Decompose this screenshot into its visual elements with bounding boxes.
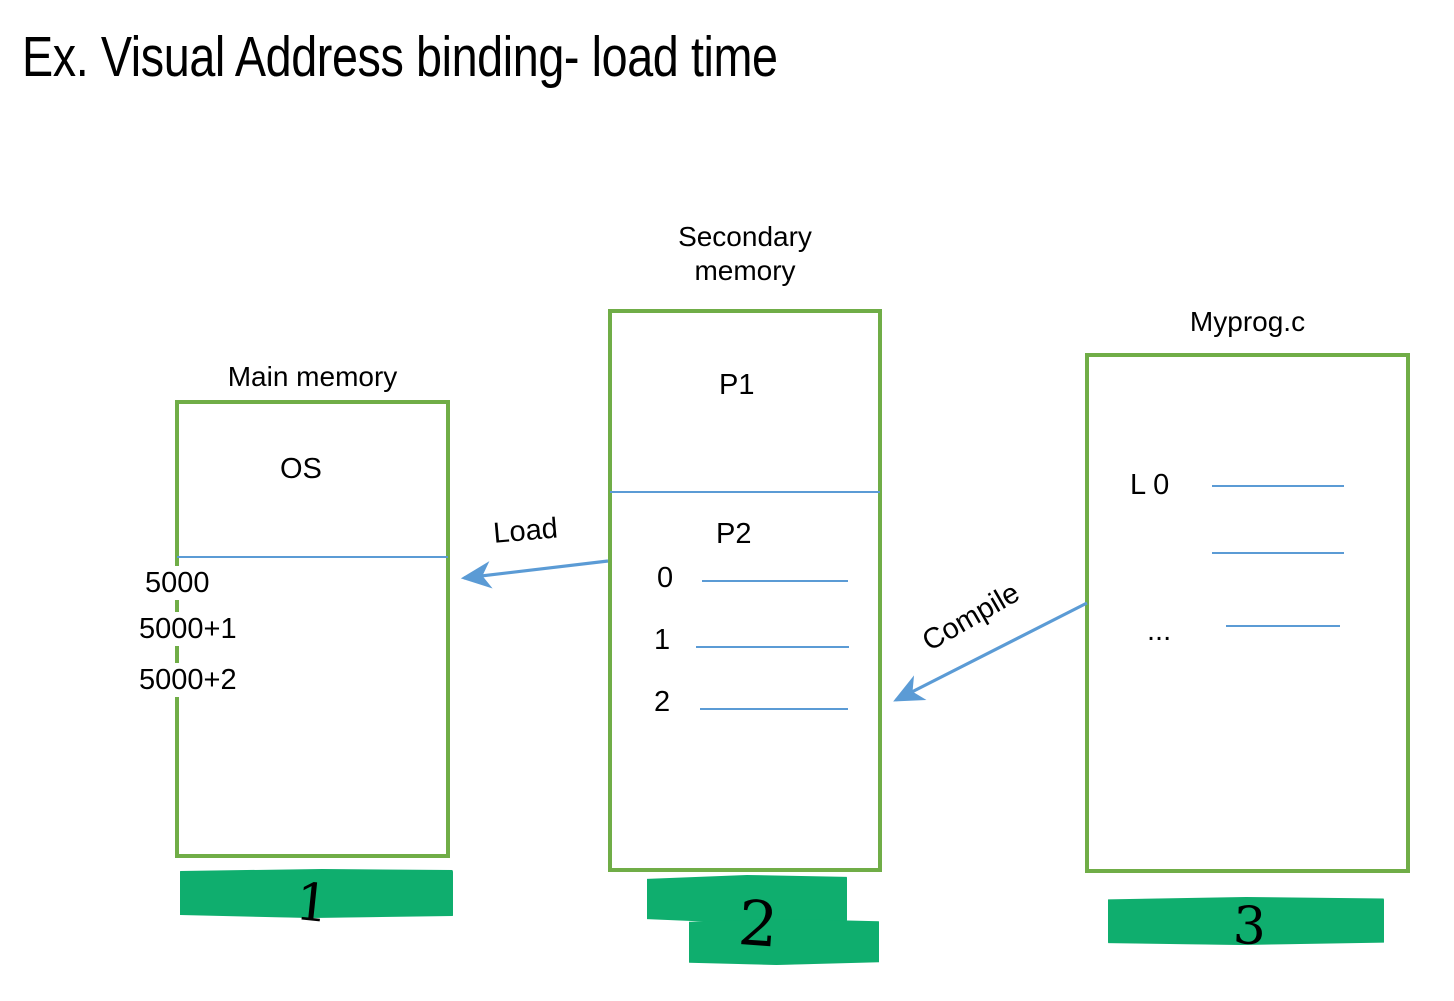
secondary-memory-box: [608, 309, 882, 872]
main-memory-divider: [177, 556, 448, 558]
myprog-ellipsis-label: ...: [1147, 615, 1172, 647]
highlight-band-1: [180, 869, 453, 918]
highlight-band-2a: [647, 875, 847, 923]
address-label-0: 5000: [142, 566, 213, 600]
main-memory-caption: Main memory: [227, 361, 398, 392]
compile-arrow: [893, 601, 1088, 702]
load-arrow: [460, 559, 609, 589]
annotation-mark-3: 3: [1231, 896, 1268, 958]
address-label-1: 5000+1: [136, 612, 240, 646]
myprog-rule-2: [1226, 625, 1340, 627]
p1-label: P1: [719, 369, 755, 401]
p2-row-rule-2: [700, 708, 848, 710]
secondary-memory-divider: [610, 491, 880, 493]
p2-row-index-1: 1: [654, 624, 671, 656]
p2-row-rule-1: [696, 646, 849, 648]
myprog-box: [1085, 353, 1410, 873]
load-arrow-label: Load: [492, 512, 560, 550]
annotation-mark-1: 1: [292, 872, 332, 936]
highlight-band-2b: [689, 919, 879, 965]
myprog-caption: Myprog.c: [1189, 306, 1306, 337]
p2-row-index-2: 2: [654, 686, 671, 718]
myprog-line-label-0: L 0: [1130, 469, 1170, 501]
myprog-rule-0: [1212, 485, 1344, 487]
p2-label: P2: [716, 518, 752, 550]
highlight-band-3: [1108, 897, 1384, 945]
page-title: Ex. Visual Address binding- load time: [22, 25, 778, 89]
p2-row-index-0: 0: [657, 562, 674, 594]
annotation-mark-2: 2: [735, 886, 781, 962]
myprog-rule-1: [1212, 552, 1344, 554]
os-label: OS: [280, 453, 322, 485]
p2-row-rule-0: [702, 580, 848, 582]
secondary-memory-caption: Secondary memory: [678, 221, 812, 286]
address-label-2: 5000+2: [136, 663, 240, 697]
